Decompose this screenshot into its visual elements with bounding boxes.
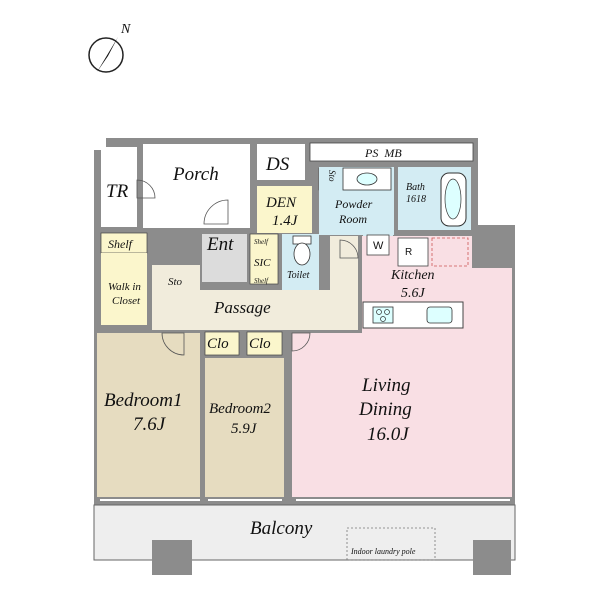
passage — [152, 236, 358, 330]
ps-mb-label: PS MB — [364, 146, 402, 160]
pantry-dashed — [431, 237, 469, 267]
walk-in-label-2: Closet — [112, 295, 141, 307]
door-swing-icon-3 — [161, 332, 185, 356]
laundry-pole-label: Indoor laundry pole — [350, 547, 416, 556]
shelf-small-bottom-label: Shelf — [254, 277, 269, 285]
living-dining — [292, 268, 512, 497]
passage-label: Passage — [213, 298, 271, 317]
den-name-label: DEN — [265, 195, 297, 211]
bath-label-2: 1618 — [406, 194, 426, 205]
sic-label: SIC — [254, 257, 271, 269]
walk-in-closet — [101, 253, 147, 325]
toilet-label: Toilet — [287, 270, 310, 281]
bedroom2-size-label: 5.9J — [231, 421, 258, 437]
washer-label: W — [373, 240, 384, 252]
walk-in-label-1: Walk in — [108, 281, 141, 293]
den-size-label: 1.4J — [272, 213, 299, 229]
ent-label: Ent — [206, 234, 234, 255]
clo1-label: Clo — [207, 336, 229, 352]
balcony-pillar-right — [473, 540, 511, 575]
kitchen-size-label: 5.6J — [401, 286, 426, 301]
fixtures — [93, 167, 516, 575]
bath-label-1: Bath — [406, 182, 425, 193]
compass: N — [88, 22, 131, 73]
tub-basin — [444, 178, 462, 220]
den-room — [257, 186, 312, 233]
stove-icon — [372, 306, 394, 324]
living-size-label: 16.0J — [367, 424, 410, 445]
vanity-sink-icon — [356, 172, 378, 186]
clo2-label: Clo — [249, 336, 271, 352]
door-swing-icon-5 — [339, 239, 359, 259]
powder-label-1: Powder — [334, 197, 373, 211]
tr-label: TR — [106, 181, 129, 202]
clo2 — [246, 331, 283, 356]
washer-box — [366, 234, 390, 256]
sto-small-label: Sto — [327, 170, 337, 182]
north-arrow-icon — [97, 37, 118, 72]
powder-label-2: Room — [338, 212, 367, 226]
living-label-1: Living — [361, 375, 411, 396]
door-swing-icon-2 — [203, 199, 229, 225]
labels: TR Porch DS PS MB DEN 1.4J Sto Powder Ro… — [104, 146, 435, 556]
door-swing-icon-4 — [291, 332, 311, 352]
entrance — [202, 234, 247, 282]
door-swing-icon — [136, 179, 156, 199]
porch-room — [143, 144, 250, 228]
porch-label: Porch — [172, 164, 219, 185]
ps-mb — [309, 142, 474, 162]
bedroom1-size-label: 7.6J — [133, 414, 167, 435]
living-label-2: Dining — [358, 399, 412, 420]
burner-icon-2 — [384, 309, 390, 315]
sto-label: Sto — [168, 276, 183, 288]
bedroom2 — [205, 358, 284, 497]
ds-room — [257, 144, 305, 180]
clo1 — [204, 331, 240, 356]
shelf-small-top-label: Shelf — [254, 238, 269, 246]
fridge-area — [397, 237, 429, 267]
shelf-label: Shelf — [108, 237, 134, 251]
north-label: N — [120, 22, 131, 37]
tr-room — [101, 147, 137, 227]
laundry-pole-marker — [346, 527, 436, 561]
balcony-pillar-left — [152, 540, 192, 575]
balcony-label: Balcony — [250, 518, 313, 539]
toilet-bowl-icon — [293, 242, 311, 266]
sic — [249, 233, 279, 285]
compass-circle — [88, 37, 124, 73]
fridge-label: R — [405, 247, 412, 258]
kitchen-sink-icon — [426, 306, 453, 324]
bedroom2-name-label: Bedroom2 — [209, 401, 271, 417]
bedroom1 — [97, 333, 200, 497]
kitchen-name-label: Kitchen — [390, 268, 435, 283]
bedroom1-name-label: Bedroom1 — [104, 390, 182, 411]
ds-label: DS — [265, 154, 290, 175]
burner-icon — [376, 309, 382, 315]
burner-icon-3 — [380, 316, 386, 322]
